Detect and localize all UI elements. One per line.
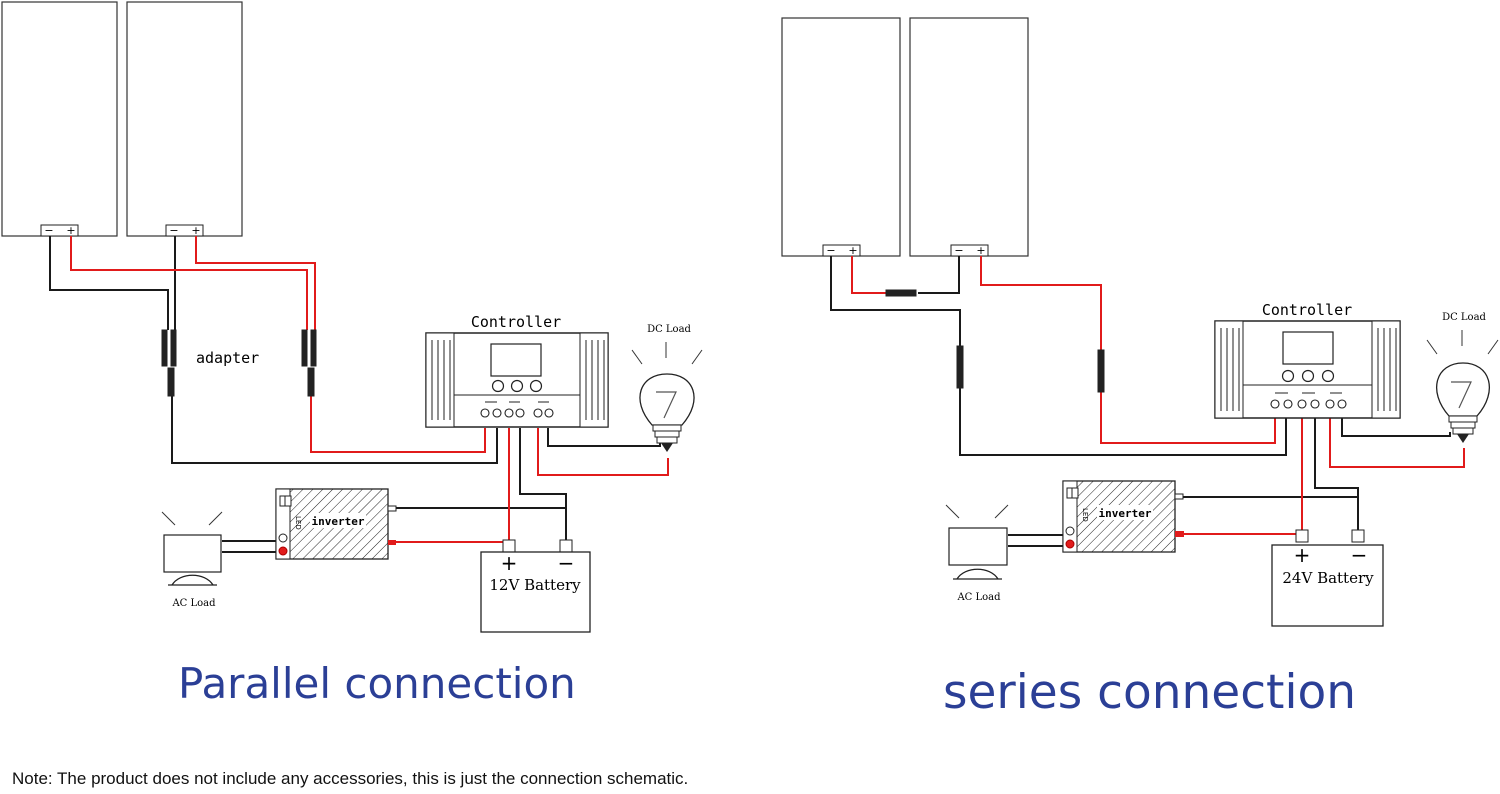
terminal-plus-label: + <box>976 244 985 257</box>
inverter: inverter LED <box>275 488 397 560</box>
inline-connectors <box>885 289 1105 393</box>
panel-2-junction-box: − + <box>950 244 989 257</box>
terminal-minus-label: − <box>169 224 178 237</box>
panel-1-junction-box: − + <box>40 224 79 237</box>
solar-panel-1 <box>781 17 901 257</box>
battery-12v: + − 12V Battery <box>480 539 591 633</box>
terminal-plus-label: + <box>66 224 75 237</box>
y-adapter-negative <box>161 329 177 397</box>
ac-load-label: AC Load <box>171 598 216 609</box>
inverter-led-label: LED <box>294 516 302 530</box>
terminal-minus-label: − <box>954 244 963 257</box>
solar-panel-2 <box>126 1 243 237</box>
series-caption: series connection <box>943 665 1357 720</box>
ac-load-monitor: AC Load <box>945 504 1009 603</box>
inverter-label: inverter <box>312 515 365 528</box>
solar-panel-2 <box>909 17 1029 257</box>
panel-1-junction-box: − + <box>822 244 861 257</box>
inverter-led-label: LED <box>1081 508 1089 522</box>
charge-controller: Controller <box>1214 301 1401 419</box>
controller-label: Controller <box>471 313 561 331</box>
battery-minus-label: − <box>558 551 575 575</box>
dc-load-bulb: DC Load <box>631 324 703 452</box>
inverter-label: inverter <box>1099 507 1152 520</box>
dc-load-label: DC Load <box>647 324 691 335</box>
solar-panel-1 <box>1 1 118 237</box>
battery-plus-label: + <box>501 551 518 575</box>
y-adapter-positive <box>301 329 317 397</box>
terminal-plus-label: + <box>191 224 200 237</box>
positive-wires <box>70 236 669 543</box>
terminal-plus-label: + <box>848 244 857 257</box>
ac-load-label: AC Load <box>956 592 1001 603</box>
panel-2-junction-box: − + <box>165 224 204 237</box>
disclaimer-note: Note: The product does not include any a… <box>12 769 689 788</box>
battery-plus-label: + <box>1294 543 1311 567</box>
dc-load-bulb: DC Load <box>1426 312 1499 443</box>
dc-load-label: DC Load <box>1442 312 1486 323</box>
charge-controller: Controller <box>425 313 609 428</box>
series-diagram: − + − + Con <box>781 17 1499 627</box>
terminal-minus-label: − <box>826 244 835 257</box>
battery-24v: + − 24V Battery <box>1271 529 1384 627</box>
adapter-label: adapter <box>196 349 259 367</box>
parallel-caption: Parallel connection <box>178 659 576 708</box>
battery-label: 12V Battery <box>489 576 581 594</box>
ac-load-monitor: AC Load <box>161 511 223 609</box>
controller-label: Controller <box>1262 301 1352 319</box>
parallel-diagram: − + − + <box>1 1 703 633</box>
battery-label: 24V Battery <box>1282 569 1374 587</box>
inverter: inverter LED <box>1062 480 1184 553</box>
terminal-minus-label: − <box>44 224 53 237</box>
battery-minus-label: − <box>1351 543 1368 567</box>
